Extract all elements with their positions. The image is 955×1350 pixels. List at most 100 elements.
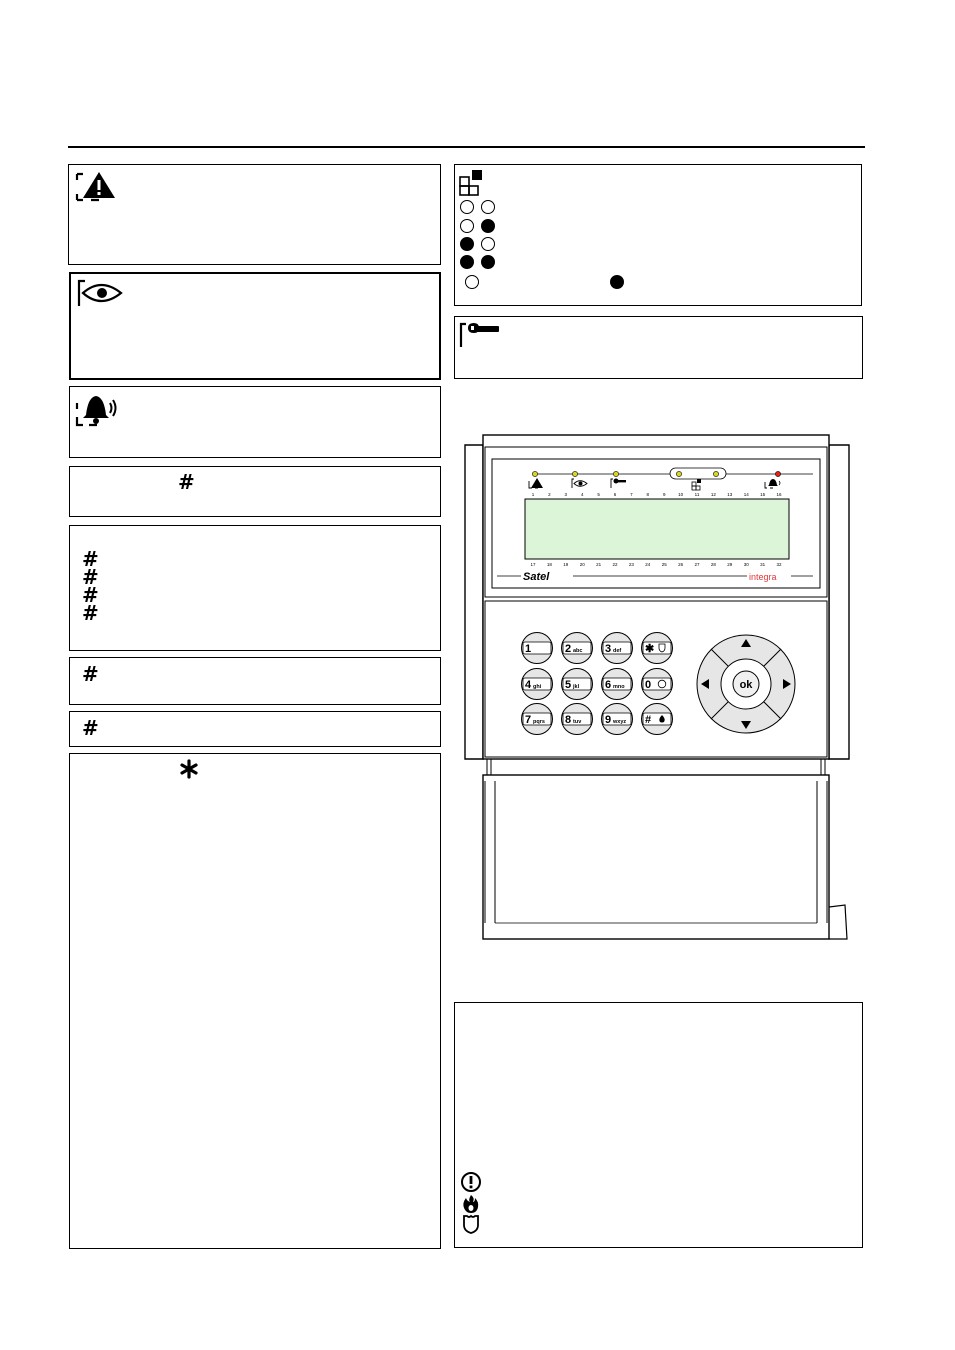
key-letters: tuv: [573, 719, 582, 725]
key-digit: ✱: [645, 643, 654, 655]
zone-number: 21: [596, 562, 602, 567]
key-shield-icon: [658, 643, 666, 653]
key-digit: 4: [525, 679, 532, 691]
zone-number: 20: [580, 562, 586, 567]
led-off-indicator: [481, 237, 495, 251]
key-digit: 5: [565, 679, 571, 691]
key-letters: pqrs: [533, 719, 545, 725]
arrow-up-button[interactable]: [741, 639, 751, 647]
alarm-section: [69, 386, 441, 458]
trouble-section: [68, 164, 441, 265]
zone-number: 1: [532, 492, 535, 497]
key-digit: 2: [565, 643, 571, 655]
zone-number: 25: [662, 562, 668, 567]
key-digit: 9: [605, 714, 611, 726]
indicator-led: [532, 471, 538, 477]
led-on-indicator: [481, 219, 495, 233]
shield-icon: [463, 1214, 479, 1234]
trouble-icon: [75, 172, 115, 202]
key-letters: def: [613, 648, 621, 654]
zone-number: 29: [727, 562, 733, 567]
zone-number: 11: [695, 492, 700, 497]
key-digit: #: [645, 714, 651, 726]
zone-number: 31: [760, 562, 766, 567]
led-off-indicator: [460, 219, 474, 233]
indicator-led: [676, 471, 682, 477]
exclamation-icon: [461, 1172, 481, 1192]
zone-number: 9: [663, 492, 666, 497]
key-letters: abc: [573, 648, 582, 654]
hash-a-section: #: [69, 657, 441, 705]
hash-icon: #: [178, 470, 195, 494]
arrow-left-button[interactable]: [701, 679, 709, 689]
led-on-indicator: [460, 255, 474, 269]
arrow-right-button[interactable]: [783, 679, 791, 689]
key-letters: ghi: [533, 684, 542, 690]
zone-number: 8: [647, 492, 650, 497]
zone-number: 13: [727, 492, 733, 497]
hash-single-section: #: [69, 466, 441, 517]
alarm-icon: [75, 396, 117, 427]
hash-icon: #: [82, 716, 99, 740]
key-letters: jkl: [572, 684, 580, 690]
display-partition-icon: [691, 479, 701, 491]
indicator-led: [775, 471, 781, 477]
key-fire-icon: [659, 715, 665, 723]
keypad-key[interactable]: #: [641, 703, 673, 735]
keypad-key[interactable]: 0: [641, 668, 673, 700]
legend-off-indicator: [465, 275, 479, 289]
led-on-indicator: [481, 255, 495, 269]
zone-number: 14: [744, 492, 750, 497]
service-section: [454, 316, 863, 379]
zone-number: 18: [547, 562, 553, 567]
zone-number: 2: [548, 492, 551, 497]
keypad-key[interactable]: 1: [521, 632, 553, 664]
partition-icon: [459, 170, 482, 196]
ok-button[interactable]: ok: [732, 670, 760, 698]
zone-number: 19: [563, 562, 569, 567]
indicator-led: [572, 471, 578, 477]
ok-label: ok: [740, 679, 754, 691]
key-letters: mno: [613, 684, 625, 690]
zone-number: 17: [530, 562, 536, 567]
zone-number: 10: [678, 492, 684, 497]
zone-number: 24: [645, 562, 651, 567]
eye-icon: [77, 279, 123, 306]
hash-icon: #: [82, 565, 99, 589]
header-rule: [68, 146, 865, 148]
hash-list-section: # # # #: [69, 525, 441, 651]
zone-number: 26: [678, 562, 684, 567]
brand-logo: Satel: [523, 571, 550, 583]
zone-number: 7: [630, 492, 633, 497]
hash-icon: #: [82, 583, 99, 607]
arrow-down-button[interactable]: [741, 721, 751, 729]
zone-number: 22: [612, 562, 618, 567]
hash-icon: #: [82, 662, 99, 686]
zone-number: 6: [614, 492, 617, 497]
key-digit: 8: [565, 714, 571, 726]
zone-number: 32: [776, 562, 782, 567]
zone-number: 3: [565, 492, 568, 497]
special-alarms-section: [454, 1002, 863, 1248]
zone-number: 15: [760, 492, 766, 497]
led-off-indicator: [460, 200, 474, 214]
hash-b-section: #: [69, 711, 441, 747]
key-digit: 6: [605, 679, 611, 691]
key-digit: 3: [605, 643, 611, 655]
display-wrench-icon: [610, 478, 626, 488]
keypad-key[interactable]: ✱: [641, 632, 673, 664]
key-digit: 1: [525, 643, 531, 655]
display-trouble-icon: [528, 478, 543, 489]
zone-number: 16: [776, 492, 782, 497]
